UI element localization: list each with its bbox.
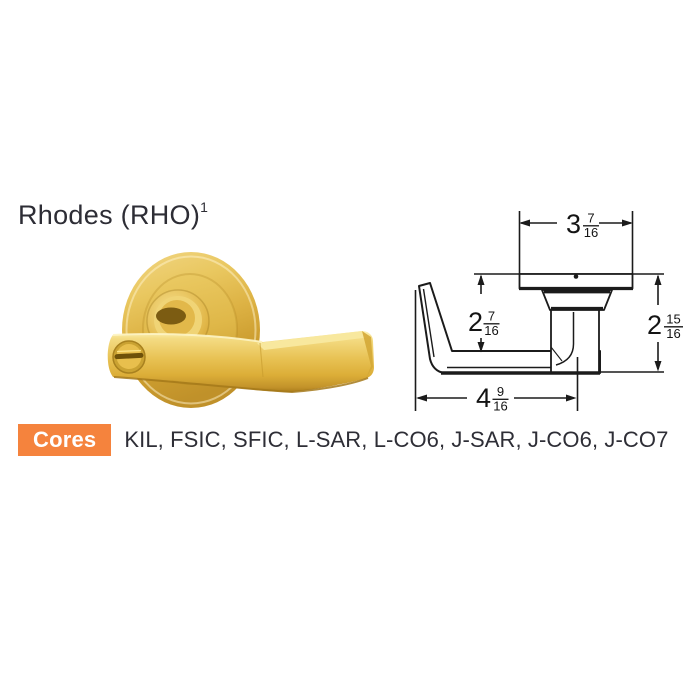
lever-silhouette <box>107 331 374 392</box>
dim-length-num: 9 <box>497 384 504 399</box>
dim-rose-width-num: 7 <box>587 211 594 226</box>
dim-projection-num: 15 <box>666 312 680 327</box>
lever-hub <box>146 289 210 353</box>
rose-center-mark <box>573 274 579 279</box>
dim-rose-width-den: 16 <box>584 225 598 240</box>
drawn-rose-bell <box>541 289 613 311</box>
dim-lever-drop-num: 7 <box>488 309 495 324</box>
hub-shadow-opening <box>156 307 186 325</box>
dim-length-whole: 4 <box>476 383 491 413</box>
cores-badge: Cores <box>18 423 112 456</box>
product-photo <box>107 252 374 408</box>
dim-lever-drop-whole: 2 <box>468 307 483 337</box>
footnote-marker: 1 <box>200 199 209 215</box>
drawn-neck <box>550 309 600 374</box>
cores-row: Cores KIL, FSIC, SFIC, L-SAR, L-CO6, J-S… <box>18 423 668 456</box>
blade-top-facet <box>257 331 371 350</box>
dimension-lever-length: 4 9 16 <box>416 383 577 414</box>
bar-blade-junction <box>259 342 264 378</box>
blade-tip-facet <box>362 331 373 378</box>
bar-bottom-shadow-edge <box>113 376 369 394</box>
extension-lines <box>414 211 664 411</box>
dim-projection-whole: 2 <box>647 310 662 340</box>
bar-top-highlight <box>112 332 263 343</box>
dimension-rose-width: 3 7 16 <box>519 209 633 240</box>
product-name: Rhodes (RHO) <box>18 200 201 230</box>
cores-list: KIL, FSIC, SFIC, L-SAR, L-CO6, J-SAR, J-… <box>124 426 669 452</box>
page-title: Rhodes (RHO)1 <box>18 199 209 231</box>
dimension-diagram: 3 7 16 2 7 16 2 15 16 <box>414 209 683 414</box>
dimension-overall-projection: 2 15 16 <box>647 274 683 372</box>
drawn-rose <box>518 273 634 311</box>
dim-projection-den: 16 <box>666 326 680 341</box>
dim-length-den: 16 <box>493 399 507 414</box>
lever-handle <box>107 331 374 394</box>
dim-lever-drop-den: 16 <box>484 323 498 338</box>
screw-slot <box>114 352 144 360</box>
dim-rose-width-whole: 3 <box>566 209 581 239</box>
drawn-lever <box>418 282 601 411</box>
dimension-lever-drop: 2 7 16 <box>468 274 500 353</box>
lever-end-screw <box>112 340 146 374</box>
